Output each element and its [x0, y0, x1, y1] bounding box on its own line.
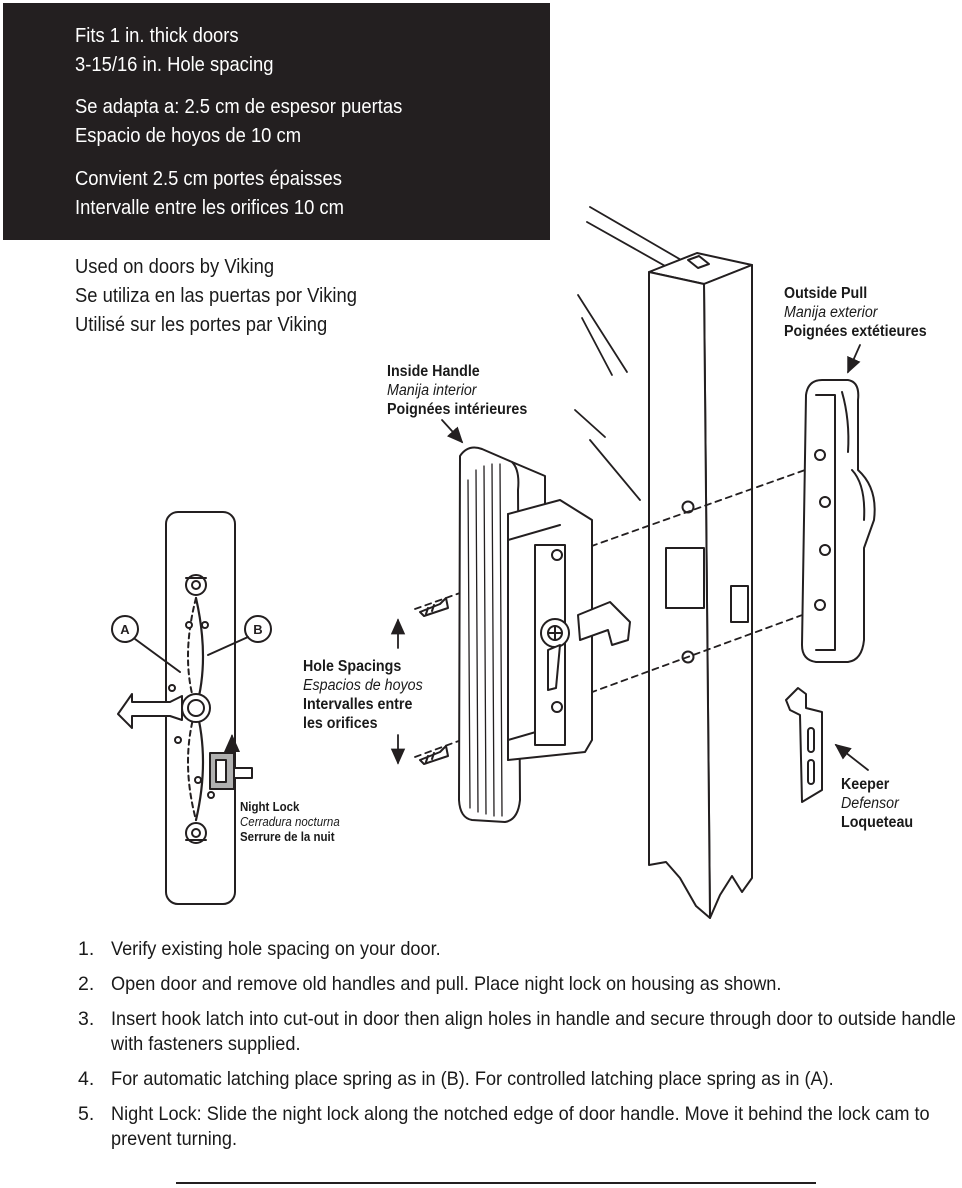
keeper-es: Defensor — [841, 795, 899, 812]
outside-pull-en: Outside Pull — [784, 285, 868, 302]
bottom-divider — [176, 1182, 816, 1184]
leader-b — [207, 636, 249, 656]
step-item: 5. Night Lock: Slide the night lock alon… — [78, 1102, 958, 1152]
marker-b: B — [253, 622, 262, 637]
hole-spacings-en: Hole Spacings — [303, 658, 402, 675]
inside-handle-fr: Poignées intérieures — [387, 401, 528, 418]
step-number: 3. — [78, 1008, 95, 1030]
marker-a-circle — [111, 615, 139, 643]
step-text: Verify existing hole spacing on your doo… — [111, 938, 441, 960]
hole-spacings-label: Hole Spacings Espacios de hoyos Interval… — [303, 657, 433, 733]
hole-spacings-fr2: les orifices — [303, 715, 378, 732]
inside-handle — [458, 446, 631, 823]
inside-handle-es: Manija interior — [387, 382, 477, 399]
inside-handle-en: Inside Handle — [387, 363, 480, 380]
leader-a — [134, 638, 181, 673]
outside-pull — [801, 379, 876, 663]
outside-pull-fr: Poignées extétieures — [784, 323, 927, 340]
marker-b-circle — [244, 615, 272, 643]
installation-steps: 1. Verify existing hole spacing on your … — [78, 937, 958, 1162]
spec-line: Fits 1 in. thick doors — [75, 25, 239, 47]
night-lock-block — [209, 734, 253, 790]
night-lock-en: Night Lock — [240, 800, 300, 814]
glass-lines — [574, 206, 696, 501]
door-stile — [648, 252, 753, 919]
keeper-fr: Loqueteau — [841, 814, 914, 831]
marker-a: A — [120, 622, 130, 637]
keeper — [785, 687, 823, 803]
step-text: Insert hook latch into cut-out in door t… — [111, 1008, 956, 1055]
step-number: 2. — [78, 973, 95, 995]
used-on-line: Utilisé sur les portes par Viking — [75, 314, 328, 336]
step-number: 1. — [78, 938, 95, 960]
step-item: 4. For automatic latching place spring a… — [78, 1067, 958, 1092]
outside-pull-label: Outside Pull Manija exterior Poignées ex… — [784, 284, 939, 341]
spec-line: Espacio de hoyos de 10 cm — [75, 125, 302, 147]
hole-spacings-fr1: Intervalles entre — [303, 696, 413, 713]
spec-line: Convient 2.5 cm portes épaisses — [75, 168, 342, 190]
step-text: Open door and remove old handles and pul… — [111, 973, 782, 995]
step-text: For automatic latching place spring as i… — [111, 1068, 834, 1090]
keeper-en: Keeper — [841, 776, 890, 793]
night-lock-label: Night Lock Cerradura nocturna Serrure de… — [240, 800, 348, 845]
screw-bottom — [419, 745, 449, 765]
handle-back-view — [117, 511, 236, 905]
used-on-text: Used on doors by Viking Se utiliza en la… — [75, 253, 381, 340]
used-on-line: Used on doors by Viking — [75, 256, 275, 278]
used-on-line: Se utiliza en las puertas por Viking — [75, 285, 357, 307]
spec-line: Intervalle entre les orifices 10 cm — [75, 197, 344, 219]
hole-spacings-es: Espacios de hoyos — [303, 677, 423, 694]
step-number: 4. — [78, 1068, 95, 1090]
spec-line: Se adapta a: 2.5 cm de espesor puertas — [75, 96, 403, 118]
night-lock-fr: Serrure de la nuit — [240, 830, 335, 844]
night-lock-es: Cerradura nocturna — [240, 815, 340, 829]
spec-box: Fits 1 in. thick doors 3-15/16 in. Hole … — [3, 3, 550, 240]
outside-pull-es: Manija exterior — [784, 304, 878, 321]
step-number: 5. — [78, 1103, 95, 1125]
leader-arrows — [390, 344, 869, 771]
screw-top — [419, 597, 449, 617]
step-item: 2. Open door and remove old handles and … — [78, 972, 958, 997]
step-item: 1. Verify existing hole spacing on your … — [78, 937, 958, 962]
inside-handle-label: Inside Handle Manija interior Poignées i… — [387, 362, 539, 419]
step-text: Night Lock: Slide the night lock along t… — [111, 1103, 930, 1150]
step-item: 3. Insert hook latch into cut-out in doo… — [78, 1007, 958, 1057]
keeper-label: Keeper Defensor Loqueteau — [841, 775, 919, 832]
spec-line: 3-15/16 in. Hole spacing — [75, 54, 274, 76]
